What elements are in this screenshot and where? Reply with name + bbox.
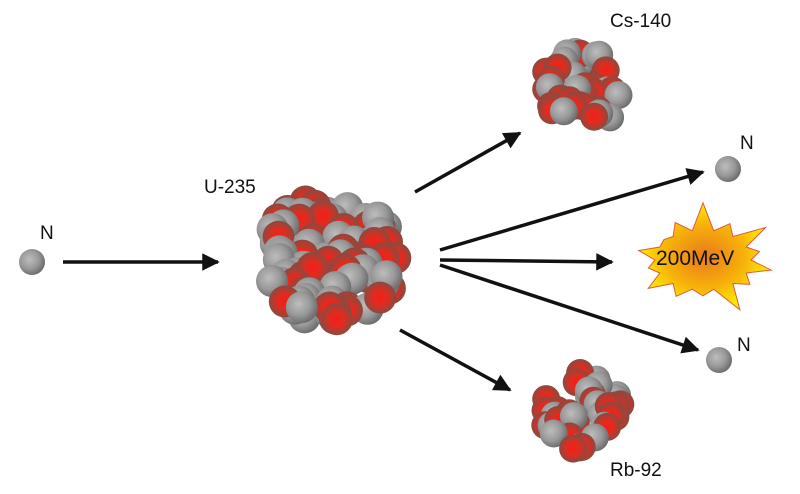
neutron [549,97,578,126]
outgoing-neutron-2-label: N [737,335,751,356]
outgoing-neutron-2 [706,347,732,373]
rubidium-label: Rb-92 [610,460,662,481]
proton [559,434,588,463]
outgoing-neutron-1-label: N [740,133,754,154]
arrow-to-energy [439,253,614,271]
incoming-neutron-label: N [40,223,54,244]
neutron [285,291,318,324]
neutron [604,81,633,110]
energy-label: 200MeV [656,247,735,270]
proton [320,303,353,336]
energy-burst [637,201,773,312]
cesium-label: Cs-140 [610,11,672,32]
arrow-to-neutron-1 [439,168,705,252]
arrow-to-neutron-2 [439,263,700,354]
proton [580,102,609,131]
neutron [539,419,568,448]
arrow-to-cs140 [414,131,522,194]
incoming-neutron [19,249,45,275]
uranium-label: U-235 [204,177,256,198]
arrow-to-rb92 [399,328,512,392]
outgoing-neutron-1 [715,156,741,182]
proton [364,281,397,314]
